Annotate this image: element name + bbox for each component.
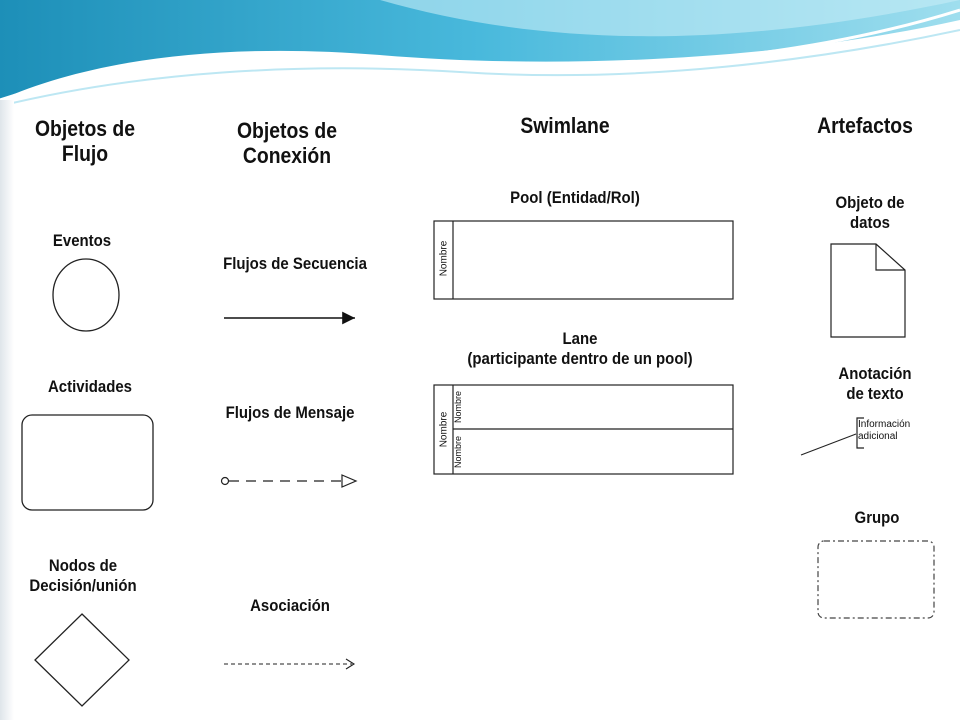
label-text-annotation: Anotación de texto bbox=[838, 364, 912, 403]
lane-pool-name-label: Nombre bbox=[438, 411, 450, 448]
label-activities: Actividades bbox=[48, 377, 132, 396]
association-arrowhead bbox=[345, 658, 356, 670]
gateway-diamond bbox=[34, 613, 130, 707]
message-flow-start-circle bbox=[220, 476, 230, 486]
group-rect bbox=[817, 540, 935, 619]
event-circle bbox=[52, 258, 120, 332]
label-events: Eventos bbox=[52, 231, 112, 250]
pool-rect bbox=[433, 220, 734, 300]
lane-name-label-2: Nombre bbox=[453, 436, 463, 469]
annotation-text: Información adicional bbox=[858, 419, 911, 442]
label-gateways: Nodos de Decisión/unión bbox=[29, 556, 137, 595]
annotation-bracket bbox=[856, 417, 864, 449]
left-edge-shade bbox=[0, 100, 14, 720]
header-connecting-objects: Objetos de Conexión bbox=[236, 118, 338, 169]
lane-name-label-1: Nombre bbox=[453, 391, 463, 424]
data-object-page bbox=[830, 243, 906, 338]
header-artifacts: Artefactos bbox=[817, 113, 913, 138]
label-group: Grupo bbox=[854, 508, 900, 527]
label-pool: Pool (Entidad/Rol) bbox=[510, 188, 640, 207]
label-data-object: Objeto de datos bbox=[835, 193, 905, 232]
label-association: Asociación bbox=[250, 596, 330, 615]
label-message-flow: Flujos de Mensaje bbox=[225, 403, 355, 422]
pool-name-label: Nombre bbox=[438, 240, 450, 277]
message-flow-arrowhead bbox=[341, 474, 358, 488]
activity-rect bbox=[21, 414, 154, 511]
decorative-wave-banner bbox=[0, 0, 960, 107]
label-lane: Lane (participante dentro de un pool) bbox=[467, 329, 693, 368]
label-sequence-flow: Flujos de Secuencia bbox=[223, 254, 367, 273]
data-object-fold bbox=[875, 244, 905, 271]
header-swimlane: Swimlane bbox=[520, 113, 610, 138]
annotation-association-line bbox=[800, 433, 857, 456]
header-flow-objects: Objetos de Flujo bbox=[34, 116, 136, 167]
